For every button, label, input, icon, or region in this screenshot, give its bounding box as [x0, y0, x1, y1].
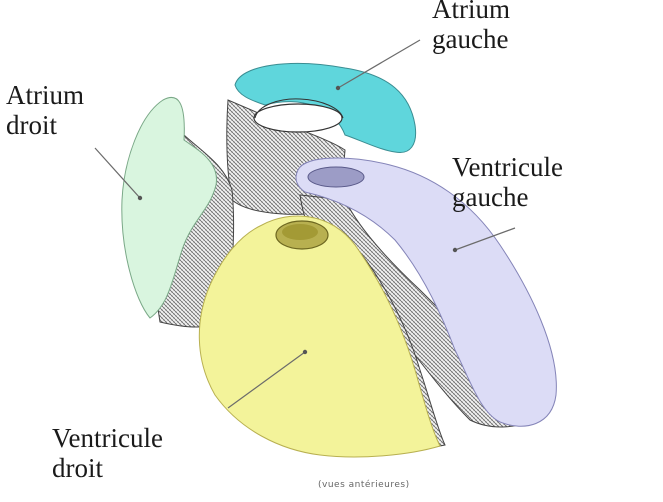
leader-dots	[137, 85, 458, 355]
label-ventricule-droit-line2: droit	[52, 453, 103, 483]
label-ventricule-droit-line1: Ventricule	[52, 423, 163, 453]
label-atrium-gauche-line1: Atrium	[432, 0, 510, 24]
leader-atrium-droit	[94, 147, 141, 199]
label-atrium-droit-line2: droit	[6, 110, 57, 140]
ventricule-gauche-face	[295, 157, 557, 427]
ventricule-droit-chamber	[198, 215, 446, 458]
leader-atrium-gauche	[337, 39, 421, 89]
label-ventricule-gauche-line2: gauche	[452, 182, 529, 212]
atrium-droit-chamber	[121, 96, 235, 328]
label-atrium-droit-line1: Atrium	[6, 80, 84, 110]
ventricule-droit-orifice-inner	[282, 224, 318, 240]
leader-ventricule-droit	[227, 351, 306, 409]
dot-atrium-gauche	[335, 85, 341, 91]
dot-ventricule-gauche	[452, 247, 458, 253]
leader-lines	[94, 39, 516, 409]
atrium-gauche-orifice	[253, 103, 343, 133]
leader-ventricule-gauche	[454, 227, 516, 251]
label-atrium-gauche-line2: gauche	[432, 24, 509, 54]
label-atrium-gauche: Atrium gauche	[432, 0, 510, 54]
label-ventricule-gauche-line1: Ventricule	[452, 152, 563, 182]
label-ventricule-gauche: Ventricule gauche	[452, 152, 563, 212]
ventricule-gauche-orifice	[307, 166, 365, 188]
dot-ventricule-droit	[302, 349, 308, 355]
diagram-caption: (vues antérieures)	[318, 480, 410, 490]
dot-atrium-droit	[137, 195, 143, 201]
atrium-gauche-inner-wall	[254, 98, 344, 119]
label-atrium-droit: Atrium droit	[6, 80, 84, 140]
label-ventricule-droit: Ventricule droit	[52, 423, 163, 483]
ventricule-droit-face	[198, 215, 441, 458]
atrium-droit-face	[121, 96, 217, 319]
